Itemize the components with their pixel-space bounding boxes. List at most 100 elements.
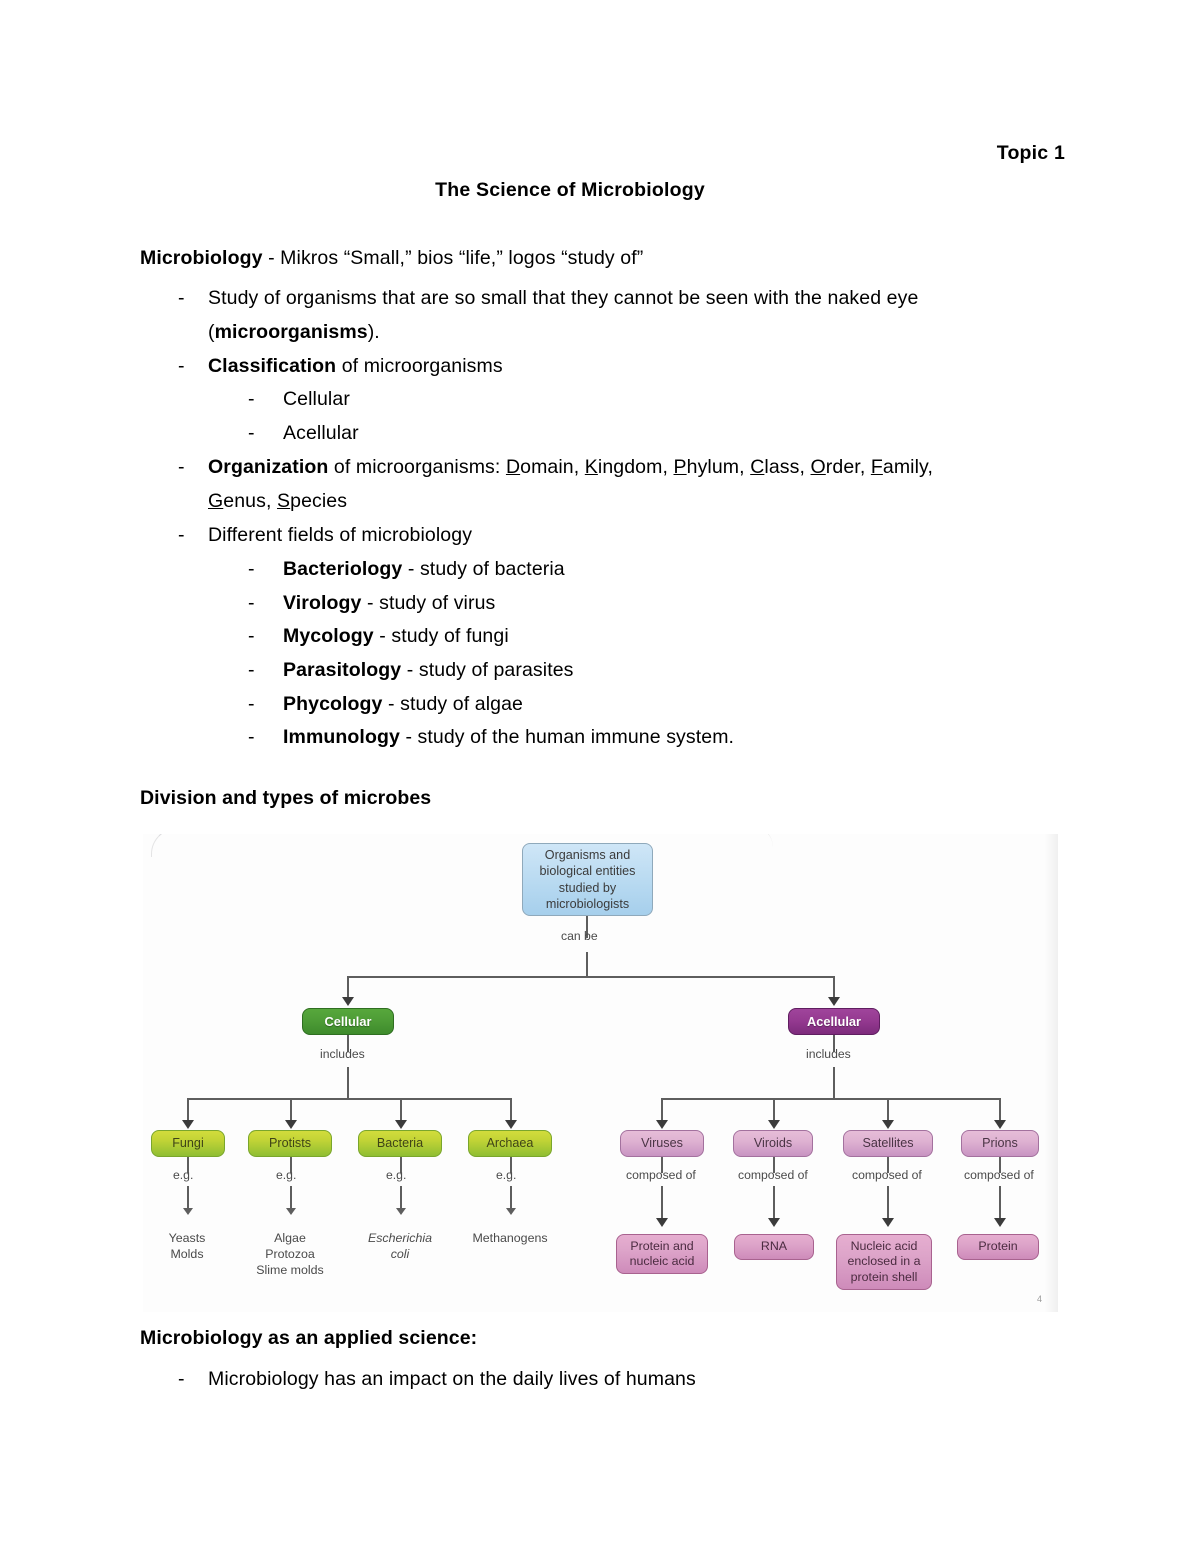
arrowhead-viruses-composition <box>656 1218 668 1227</box>
bullet-field-virology: - Virology - study of virus <box>248 586 1028 620</box>
bullet-dash: - <box>248 726 255 748</box>
arrowhead-satellites-composition <box>882 1218 894 1227</box>
example-line: Slime molds <box>256 1263 324 1277</box>
connector-acellular-stem-lower <box>833 1067 835 1099</box>
arrowhead-bacteria <box>395 1120 407 1129</box>
bullet-different-fields: - Different fields of microbiology <box>178 518 1038 552</box>
example-line: Yeasts <box>168 1231 206 1245</box>
microbiology-definition: Microbiology - Mikros “Small,” bios “lif… <box>140 247 643 270</box>
connector-satellites-stem-upper <box>887 1157 889 1173</box>
edge-label-protists-eg: e.g. <box>276 1168 297 1182</box>
microbiology-term: Microbiology <box>140 247 263 269</box>
taxonomic-rank: Species <box>277 490 347 512</box>
topic-label: Topic 1 <box>996 142 1065 164</box>
taxonomic-rank: Phylum <box>674 456 740 478</box>
connector-acellular-stem-upper <box>833 1035 835 1052</box>
edge-label-archaea-eg: e.g. <box>496 1168 517 1182</box>
bullet-classification: - Classification of microorganisms <box>178 349 1038 383</box>
field-name: Phycology <box>283 693 383 715</box>
label-classification: Classification <box>208 355 337 377</box>
diagram-page-marker: 4 <box>1036 1294 1042 1304</box>
diagram-node-composition-viruses: Protein and nucleic acid <box>616 1234 708 1274</box>
bullet-field-phycology: - Phycology - study of algae <box>248 687 1028 721</box>
connector-acellular-to-viruses <box>661 1098 663 1120</box>
bullet-field-mycology: - Mycology - study of fungi <box>248 619 1028 653</box>
diagram-edge-shadow <box>1044 834 1058 1312</box>
edge-label-can-be: can be <box>561 929 598 943</box>
connector-fungi-stem-upper <box>187 1157 189 1173</box>
connector-viroids-stem-upper <box>773 1157 775 1173</box>
rank-initial: S <box>277 490 291 512</box>
arrowhead-fungi <box>182 1120 194 1129</box>
field-desc: - study of the human immune system. <box>399 726 735 748</box>
field-desc: - study of bacteria <box>402 558 565 580</box>
connector-archaea-stem-lower <box>510 1186 512 1208</box>
arrowhead-viroids <box>768 1120 780 1129</box>
connector-prions-stem-upper <box>999 1157 1001 1173</box>
connector-root-stem-upper <box>586 916 588 938</box>
rank-remainder: hylum <box>686 456 740 478</box>
diagram-node-cellular: Cellular <box>302 1008 394 1035</box>
connector-prions-stem-lower <box>999 1186 1001 1218</box>
bullet-dash: - <box>178 524 185 546</box>
diagram-node-prions: Prions <box>961 1130 1039 1157</box>
connector-protists-stem-upper <box>290 1157 292 1173</box>
edge-label-fungi-eg: e.g. <box>173 1168 194 1182</box>
connector-acellular-to-viroids <box>773 1098 775 1120</box>
arrowhead-prions <box>994 1120 1006 1129</box>
edge-label-bacteria-eg: e.g. <box>386 1168 407 1182</box>
connector-cellular-stem-upper <box>347 1035 349 1052</box>
diagram-node-protists: Protists <box>248 1130 332 1157</box>
bullet-text-microorganisms: microorganisms <box>214 321 368 343</box>
arrowhead-bacteria-examples <box>396 1208 406 1215</box>
taxonomic-rank: Domain <box>506 456 574 478</box>
arrowhead-acellular <box>828 997 840 1006</box>
arrowhead-archaea <box>505 1120 517 1129</box>
bullet-text-study: Study of organisms that are so small tha… <box>208 287 919 309</box>
arrowhead-protists-examples <box>286 1208 296 1215</box>
page-title: The Science of Microbiology <box>435 179 705 201</box>
taxonomic-rank: Family <box>871 456 928 478</box>
field-name: Bacteriology <box>283 558 403 580</box>
connector-bacteria-stem-lower <box>400 1186 402 1208</box>
bullet-dash: - <box>248 592 255 614</box>
heading-division-types: Division and types of microbes <box>140 787 432 809</box>
scan-artifact <box>151 834 552 857</box>
bullet-study-of-organisms: - Study of organisms that are so small t… <box>178 281 1038 349</box>
bullet-dash: - <box>248 422 255 444</box>
bullet-acellular: - Acellular <box>248 416 1028 450</box>
bullet-dash: - <box>178 287 185 309</box>
connector-archaea-stem-upper <box>510 1157 512 1173</box>
field-name: Parasitology <box>283 659 402 681</box>
diagram-node-composition-prions: Protein <box>957 1234 1039 1260</box>
rank-remainder: lass <box>764 456 800 478</box>
diagram-node-viroids: Viroids <box>733 1130 813 1157</box>
rank-remainder: pecies <box>290 490 348 512</box>
connector-to-acellular <box>833 976 835 997</box>
rank-initial: O <box>810 456 826 478</box>
connector-cellular-to-bacteria <box>400 1098 402 1120</box>
rank-initial: K <box>584 456 598 478</box>
connector-bacteria-stem-upper <box>400 1157 402 1173</box>
example-line: Protozoa <box>265 1247 315 1261</box>
heading-applied-science: Microbiology as an applied science: <box>140 1327 478 1349</box>
rank-remainder: omain <box>520 456 574 478</box>
rank-remainder: amily <box>882 456 928 478</box>
field-desc: - study of algae <box>382 693 523 715</box>
taxonomic-rank: Genus <box>208 490 266 512</box>
bullet-organization: - Organization of microorganisms: Domain… <box>178 450 1038 518</box>
label-applied-impact: Microbiology has an impact on the daily … <box>208 1368 696 1390</box>
bullet-cellular: - Cellular <box>248 382 1028 416</box>
rank-initial: D <box>505 456 521 478</box>
edge-label-viruses-composed: composed of <box>626 1168 696 1182</box>
taxonomic-ranks-line2: Genus, Species <box>208 490 348 512</box>
bullet-dash: - <box>248 625 255 647</box>
arrowhead-cellular <box>342 997 354 1006</box>
diagram-node-bacteria: Bacteria <box>358 1130 442 1157</box>
edge-label-viroids-composed: composed of <box>738 1168 808 1182</box>
example-line: Molds <box>170 1247 204 1261</box>
rank-initial: C <box>750 456 765 478</box>
bullet-dash: - <box>178 1368 185 1390</box>
